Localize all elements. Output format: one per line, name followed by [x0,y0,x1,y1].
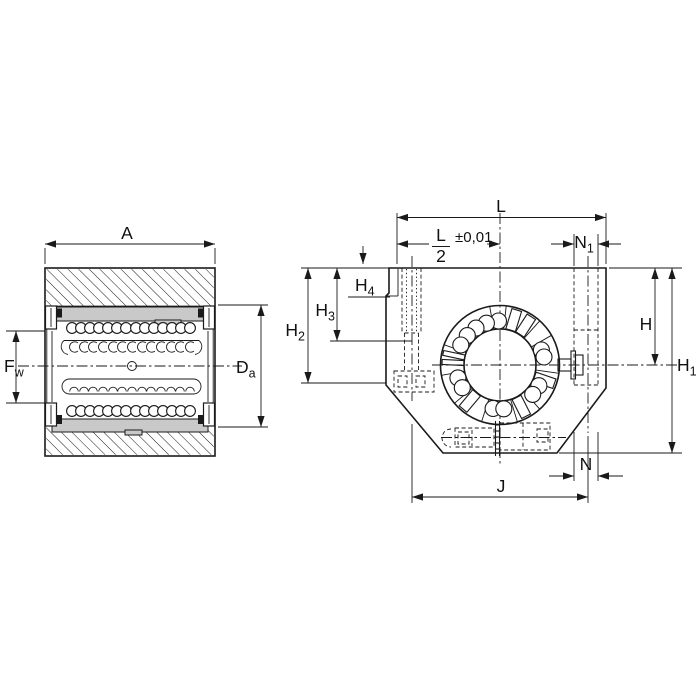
return-track-top [60,340,203,355]
set-screw [557,350,584,380]
dim-label-Da: Da [236,357,256,381]
dim-label-L: L [496,196,506,216]
retaining-clip [198,308,204,318]
ball-row-top [66,322,196,334]
dim-L2: L 2 ±0,01 [397,225,500,266]
dim-label-L2-denominator: 2 [436,246,446,266]
nut-pocket [393,370,435,393]
hatched-housing-top [46,269,214,307]
dim-H4: H4 [348,246,390,299]
dim-H2: H2 [285,267,389,384]
dim-H1: H1 [559,268,697,454]
dim-label-A: A [121,223,133,243]
cross-section-view: A Fw Da [4,223,268,457]
dim-label-L2-tolerance: ±0,01 [455,229,492,246]
dim-label-N: N [580,454,593,474]
dim-label-H4: H4 [355,275,375,299]
dim-label-J: J [497,476,506,496]
ring-balls [449,312,553,418]
dim-label-Fw: Fw [4,356,25,380]
clamp-slot [494,421,501,456]
mounting-hole-right [573,268,599,386]
ball-row-bottom [66,405,196,417]
dim-A: A [44,223,216,264]
dim-label-L2-numerator: L [436,225,446,245]
oil-hole [127,361,137,371]
dim-label-N1: N1 [574,232,594,256]
clamp-screw-pocket [441,422,551,451]
front-view: L L 2 ±0,01 N1 [285,196,697,503]
dim-Da: Da [218,304,268,428]
retaining-clip [198,415,204,424]
centerlines [411,213,681,466]
dim-J: J [411,424,589,503]
bearing-ring [439,304,561,426]
dim-Fw: Fw [4,330,45,404]
mounting-hole-left [393,268,435,393]
bearing-sleeve-top [44,305,216,330]
bearing-sleeve-bottom [44,402,216,436]
dim-N1: N1 [551,232,621,266]
dim-label-H: H [640,314,653,334]
front-outline [385,267,607,454]
dim-label-H1: H1 [677,355,697,379]
dim-H: H [609,267,682,365]
return-track-bottom [61,378,202,395]
return-tube-plates [441,307,557,420]
dim-label-H3: H3 [315,300,335,324]
dim-H3: H3 [315,268,412,342]
retaining-clip [56,415,62,424]
dim-label-H2: H2 [285,320,305,344]
retaining-clip [56,308,62,318]
dim-L: L [396,196,607,264]
dim-N: N [549,432,623,481]
